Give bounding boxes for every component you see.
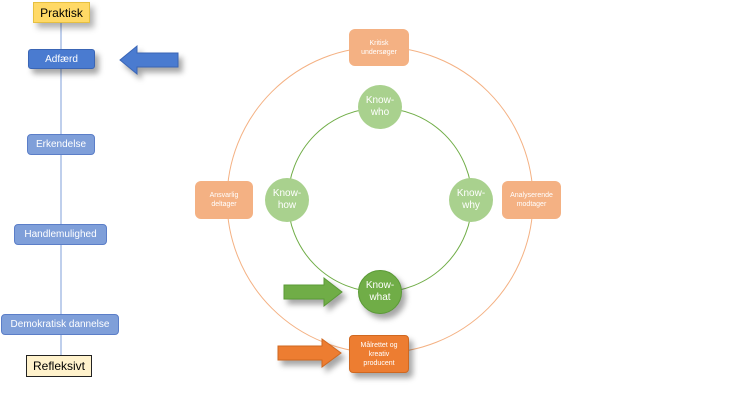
axis-step-demokratisk-dannelse: Demokratisk dannelse: [1, 314, 119, 335]
axis-step-adfaerd: Adfærd: [28, 49, 95, 69]
role-ansvarlig-deltager: Ansvarlig deltager: [195, 181, 253, 219]
axis-step-erkendelse: Erkendelse: [27, 134, 95, 155]
inner-ring: [287, 107, 473, 293]
role-kritisk-undersoger: Kritisk undersøger: [349, 29, 409, 66]
role-analyserende-modtager: Analyserende modtager: [502, 181, 561, 219]
axis-bottom-label: Refleksivt: [26, 355, 92, 377]
node-know-who: Know-who: [358, 85, 402, 129]
node-know-why: Know-why: [449, 178, 493, 222]
green-arrow: [283, 276, 343, 308]
orange-arrow: [277, 338, 342, 368]
blue-arrow: [119, 44, 179, 76]
role-malrettet-kreativ-producent: Målrettet og kreativ producent: [349, 335, 409, 373]
axis-step-handlemulighed: Handlemulighed: [14, 224, 107, 245]
node-know-how: Know-how: [265, 178, 309, 222]
node-know-what: Know-what: [358, 270, 402, 314]
axis-top-label: Praktisk: [33, 2, 90, 23]
